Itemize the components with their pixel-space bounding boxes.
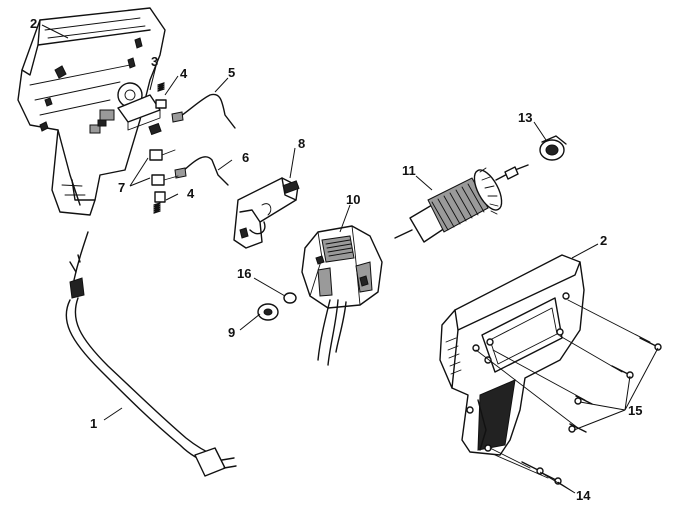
screws <box>475 299 662 433</box>
callout-6: 6 <box>242 150 249 165</box>
washer <box>283 292 297 304</box>
field <box>301 225 383 366</box>
callout-8: 8 <box>298 136 305 151</box>
spring-top <box>155 82 167 109</box>
callout-15: 15 <box>628 403 642 418</box>
callout-1: 1 <box>90 416 97 431</box>
callout-2-right: 2 <box>600 233 607 248</box>
callout-2-top: 2 <box>30 16 37 31</box>
callout-4-mid: 4 <box>187 186 195 201</box>
leader-lines <box>41 24 659 494</box>
bearing-rear <box>257 303 279 321</box>
callout-13: 13 <box>518 110 532 125</box>
callout-3: 3 <box>151 54 158 69</box>
callout-7: 7 <box>118 180 125 195</box>
housing-left-half <box>17 7 166 216</box>
callout-labels: 2 3 4 5 6 7 4 8 10 11 13 16 9 2 1 15 14 <box>30 16 642 503</box>
bearing-front <box>539 135 567 161</box>
brush-holders <box>149 149 179 186</box>
reversing-switch <box>233 177 300 249</box>
callout-10: 10 <box>346 192 360 207</box>
brush-lead-mid <box>174 156 229 186</box>
callout-11: 11 <box>402 163 416 178</box>
callout-5: 5 <box>228 65 235 80</box>
housing-right-half <box>439 254 585 456</box>
callout-4-top: 4 <box>180 66 188 81</box>
switch <box>97 94 162 136</box>
spring-mid <box>153 191 166 214</box>
callout-9: 9 <box>228 325 235 340</box>
power-cord <box>65 231 237 477</box>
callout-14: 14 <box>576 488 591 503</box>
armature <box>394 164 529 243</box>
brush-lead-top <box>171 93 236 129</box>
callout-16: 16 <box>237 266 251 281</box>
